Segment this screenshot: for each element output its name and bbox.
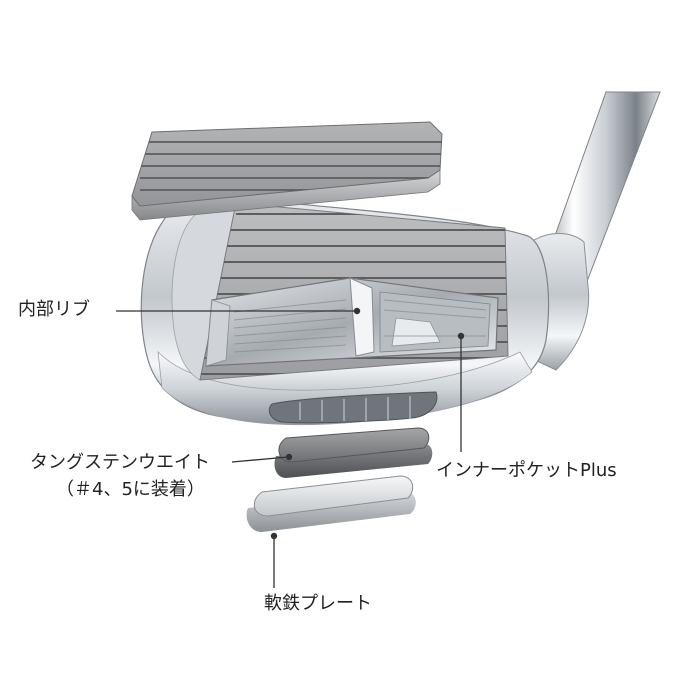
label-inner-pocket: インナーポケットPlus	[436, 460, 617, 481]
top-face-insert	[131, 121, 443, 207]
leader-lines	[116, 310, 462, 588]
toe-rim	[171, 202, 237, 381]
label-tungsten-weight: タングステンウエイト	[30, 452, 210, 473]
tungsten-weight-side	[274, 444, 433, 478]
dot-soft-iron	[270, 532, 278, 540]
tungsten-weight	[278, 427, 430, 463]
dot-inner-pocket	[457, 332, 465, 340]
dot-tungsten	[285, 453, 293, 461]
soft-iron-plate	[253, 475, 414, 517]
label-tungsten-note: （＃4、5に装着）	[56, 479, 205, 500]
leader-dots	[270, 307, 465, 540]
sole-band	[157, 350, 533, 426]
slot-ribs	[299, 396, 411, 421]
pocket-left-wall	[205, 299, 231, 367]
label-soft-iron-plate: 軟鉄プレート	[264, 593, 372, 614]
label-internal-rib: 内部リブ	[18, 299, 90, 320]
pocket-rib-texture	[233, 299, 487, 353]
pocket-inner-block	[391, 317, 441, 347]
leader-tungsten	[231, 456, 289, 463]
pocket-divider	[349, 277, 375, 357]
sole-slot	[268, 391, 438, 424]
dot-internal-rib	[353, 307, 361, 315]
